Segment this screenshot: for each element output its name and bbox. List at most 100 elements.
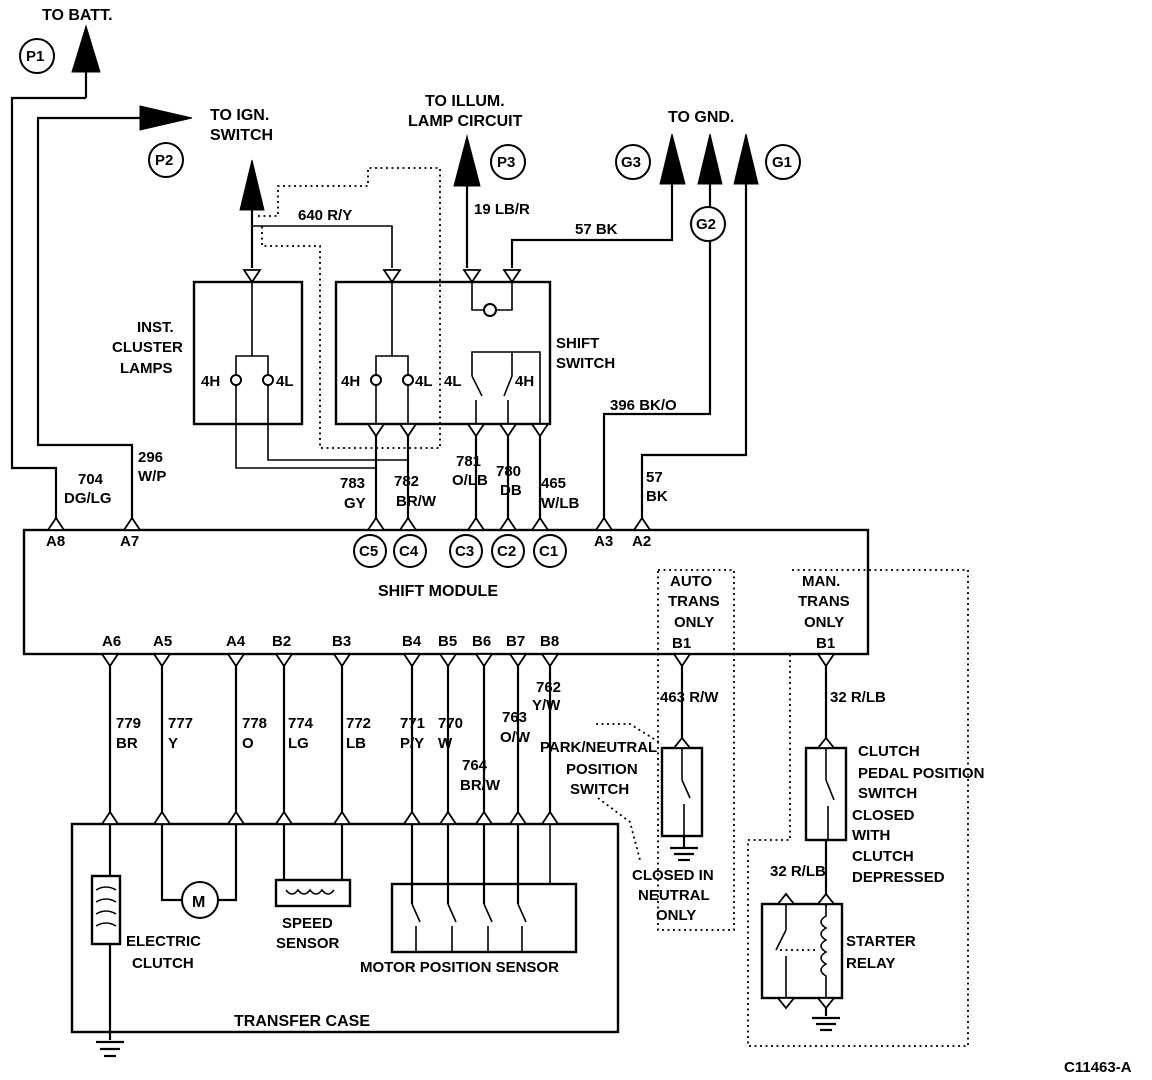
svg-text:771: 771 (400, 715, 425, 732)
svg-text:BR: BR (116, 735, 138, 752)
svg-text:770: 770 (438, 715, 463, 732)
inst-cluster-box (192, 280, 304, 426)
p3-connector: P3 (490, 144, 526, 180)
auto-trans-dotted-box (657, 569, 735, 931)
svg-text:C3: C3 (455, 543, 474, 560)
svg-text:A2: A2 (632, 533, 651, 550)
svg-text:SWITCH: SWITCH (570, 781, 629, 798)
svg-text:P2: P2 (155, 152, 173, 169)
svg-text:A7: A7 (120, 533, 139, 550)
motor-position-sensor-label: MOTOR POSITION SENSOR (360, 959, 559, 976)
electric-clutch-label: ELECTRIC (126, 933, 201, 950)
to-gnd-label: TO GND. (668, 109, 734, 126)
svg-text:W/LB: W/LB (541, 495, 579, 512)
shift-switch-label: SHIFT (556, 335, 599, 352)
wire-396-label: 396 BK/O (610, 397, 677, 414)
ign-switch-arrow (239, 159, 265, 211)
ign-arrow (139, 105, 193, 131)
svg-text:4L: 4L (444, 373, 462, 390)
to-ign-label-2: SWITCH (210, 127, 273, 144)
svg-text:ONLY: ONLY (656, 907, 696, 924)
svg-text:M: M (192, 894, 205, 911)
svg-text:P/Y: P/Y (400, 735, 424, 752)
g3-connector: G3 (615, 144, 651, 180)
figure-id: C11463-A (1064, 1059, 1132, 1076)
ground-icon-transfer (96, 1040, 124, 1058)
motor-icon (181, 881, 219, 919)
gnd-arrow-g1 (733, 133, 759, 185)
wire-57-a2 (640, 182, 748, 518)
wire-57-top (510, 182, 674, 268)
svg-text:465: 465 (541, 475, 566, 492)
park-neutral-label: PARK/NEUTRAL (540, 739, 657, 756)
man-trans-dotted-box (747, 569, 969, 1047)
wire-19-label: 19 LB/R (474, 201, 530, 218)
relay-coil-icon (820, 904, 828, 998)
wire-32-bot-label: 32 R/LB (770, 863, 826, 880)
svg-text:4H: 4H (341, 373, 360, 390)
wire-32-top-label: 32 R/LB (830, 689, 886, 706)
svg-text:296: 296 (138, 449, 163, 466)
svg-text:SENSOR: SENSOR (276, 935, 340, 952)
transfer-case-label: TRANSFER CASE (234, 1013, 370, 1030)
svg-text:WITH: WITH (852, 827, 890, 844)
c1-connector: C1 (533, 534, 567, 568)
svg-text:B8: B8 (540, 633, 559, 650)
svg-text:778: 778 (242, 715, 267, 732)
svg-text:57: 57 (646, 469, 663, 486)
svg-text:W/P: W/P (138, 468, 166, 485)
wire-640 (252, 225, 393, 268)
svg-text:RELAY: RELAY (846, 955, 895, 972)
svg-text:4L: 4L (276, 373, 294, 390)
svg-text:B1: B1 (816, 635, 835, 652)
shift-module-label: SHIFT MODULE (378, 583, 498, 600)
gnd-arrow-g2 (697, 133, 723, 185)
dotted-route (258, 167, 441, 449)
svg-text:B7: B7 (506, 633, 525, 650)
svg-text:SWITCH: SWITCH (858, 785, 917, 802)
auto-trans-label: AUTO (670, 573, 713, 590)
svg-text:782: 782 (394, 473, 419, 490)
svg-text:762: 762 (536, 679, 561, 696)
p2-connector: P2 (148, 142, 184, 178)
starter-relay-label: STARTER (846, 933, 916, 950)
batt-arrow (71, 24, 101, 73)
svg-text:W: W (438, 735, 453, 752)
svg-text:B6: B6 (472, 633, 491, 650)
lamp-4h-cluster (230, 374, 242, 386)
svg-text:DEPRESSED: DEPRESSED (852, 869, 945, 886)
speed-sensor-icon (274, 878, 352, 908)
svg-text:Y: Y (168, 735, 178, 752)
electric-clutch-icon (90, 874, 122, 946)
illum-arrow (453, 134, 481, 187)
gnd-arrow-g3 (659, 133, 686, 185)
svg-text:777: 777 (168, 715, 193, 732)
svg-text:P3: P3 (497, 154, 515, 171)
svg-text:DG/LG: DG/LG (64, 490, 112, 507)
svg-text:774: 774 (288, 715, 314, 732)
svg-text:B1: B1 (672, 635, 691, 652)
svg-text:GY: GY (344, 495, 366, 512)
svg-text:783: 783 (340, 475, 365, 492)
wire-704 (10, 96, 86, 518)
svg-text:NEUTRAL: NEUTRAL (638, 887, 710, 904)
module-top-pins (46, 516, 652, 531)
svg-text:LAMPS: LAMPS (120, 360, 173, 377)
svg-text:CLUTCH: CLUTCH (132, 955, 194, 972)
transfer-case-box (70, 822, 620, 1034)
svg-text:763: 763 (502, 709, 527, 726)
svg-text:C1: C1 (539, 543, 558, 560)
shift-switch-box (334, 280, 552, 426)
svg-text:TRANS: TRANS (798, 593, 850, 610)
svg-text:B4: B4 (402, 633, 422, 650)
svg-text:CLUTCH: CLUTCH (852, 848, 914, 865)
p1-connector: P1 (19, 38, 55, 74)
svg-text:764: 764 (462, 757, 488, 774)
svg-text:LB: LB (346, 735, 366, 752)
svg-text:780: 780 (496, 463, 521, 480)
wire-640-label: 640 R/Y (298, 207, 352, 224)
ground-icon-park (670, 846, 698, 862)
svg-text:A8: A8 (46, 533, 65, 550)
svg-text:779: 779 (116, 715, 141, 732)
svg-text:LG: LG (288, 735, 309, 752)
